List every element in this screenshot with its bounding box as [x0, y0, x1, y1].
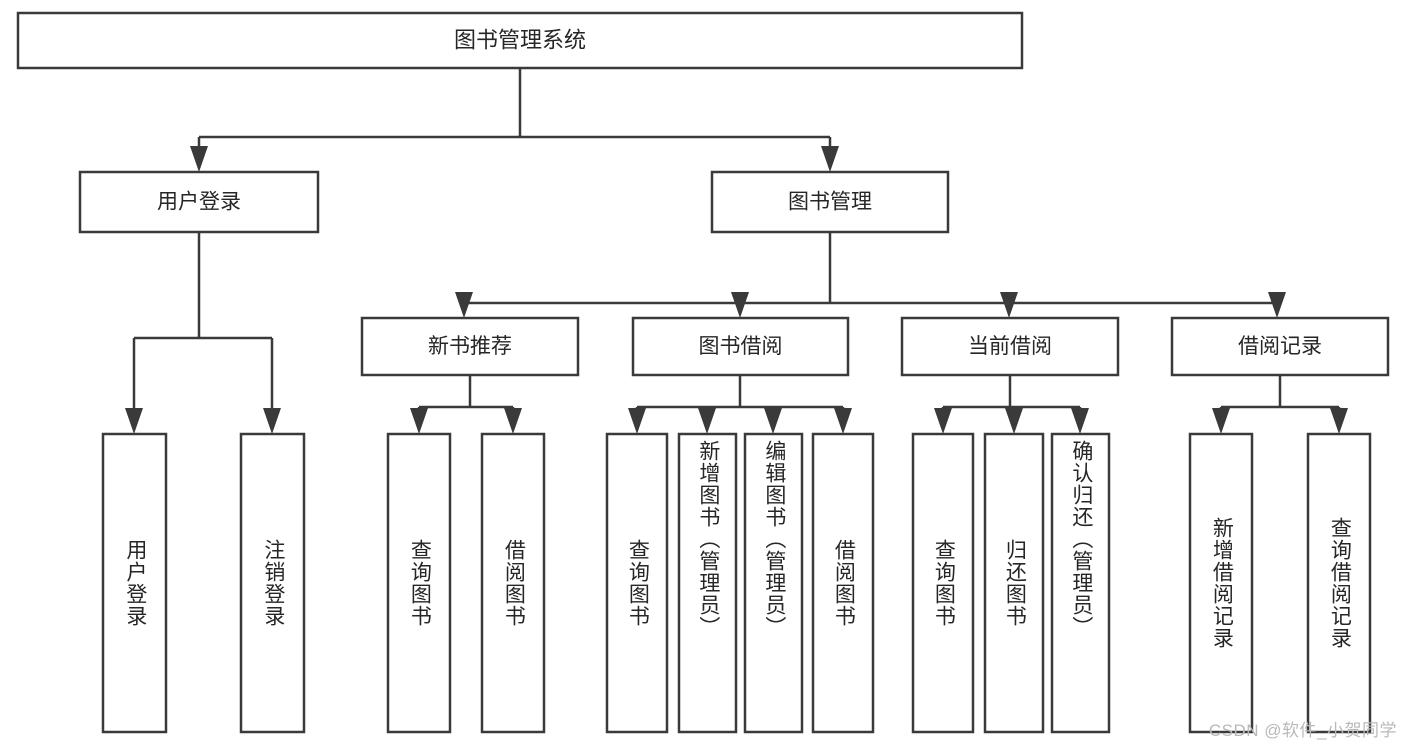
arrow-head-icon-level3-2 — [1000, 292, 1018, 318]
arrow-head-icon-level2-1 — [821, 146, 839, 172]
node-leaf-box-1[interactable] — [239, 432, 306, 734]
node-level3-box-3[interactable] — [1170, 316, 1390, 377]
arrow-head-icon-leaf-1-1 — [698, 408, 716, 434]
node-leaf-box-9[interactable] — [983, 432, 1045, 734]
arrow-head-icon-leaf-0-1 — [504, 408, 522, 434]
node-leaf-box-0[interactable] — [101, 432, 168, 734]
node-level2-label-0: 用户登录 — [157, 191, 241, 214]
node-leaf-box-11[interactable] — [1188, 432, 1254, 734]
arrow-head-icon-level3-0 — [455, 292, 473, 318]
node-level3-label-2: 当前借阅 — [968, 335, 1052, 358]
node-leaf-box-8[interactable] — [911, 432, 975, 734]
node-root-label: 图书管理系统 — [454, 27, 586, 52]
node-leaf-box-6[interactable] — [743, 432, 804, 734]
arrow-head-icon-leaf-2-1 — [1005, 408, 1023, 434]
arrow-head-icon-level2-0 — [190, 146, 208, 172]
connectors-layer — [125, 68, 1348, 434]
node-leaf-box-5[interactable] — [677, 432, 738, 734]
node-level3-box-2[interactable] — [900, 316, 1120, 377]
watermark: CSDN @软件_小贺同学 — [1208, 721, 1397, 740]
node-level3-label-1: 图书借阅 — [699, 335, 783, 358]
node-level2-box-0[interactable] — [78, 170, 320, 234]
arrow-head-icon-leaf-1-3 — [834, 408, 852, 434]
node-leaf-box-7[interactable] — [811, 432, 875, 734]
node-level3-box-1[interactable] — [631, 316, 850, 377]
node-level2-box-1[interactable] — [710, 170, 950, 234]
node-level3-label-3: 借阅记录 — [1238, 335, 1322, 358]
node-level2-label-1: 图书管理 — [788, 191, 872, 214]
arrow-head-icon-leaf-2-0 — [934, 408, 952, 434]
node-leaf-box-10[interactable] — [1050, 432, 1111, 734]
arrow-head-icon-leaf-1-2 — [764, 408, 782, 434]
node-leaf-box-4[interactable] — [605, 432, 669, 734]
arrow-head-icon-leaf-1-0 — [628, 408, 646, 434]
node-leaf-box-3[interactable] — [480, 432, 546, 734]
node-level3-label-0: 新书推荐 — [428, 335, 512, 358]
node-leaf-box-2[interactable] — [386, 432, 452, 734]
arrow-head-icon-login-leaf-1 — [263, 408, 281, 434]
node-level3-box-0[interactable] — [360, 316, 580, 377]
arrow-head-icon-level3-3 — [1268, 292, 1286, 318]
arrow-head-icon-leaf-2-2 — [1071, 408, 1089, 434]
arrow-head-icon-level3-1 — [731, 292, 749, 318]
node-leaf-box-12[interactable] — [1306, 432, 1372, 734]
arrow-head-icon-leaf-0-0 — [410, 408, 428, 434]
boxes-layer — [16, 11, 1390, 734]
arrow-head-icon-login-leaf-0 — [125, 408, 143, 434]
arrow-head-icon-leaf-3-1 — [1330, 408, 1348, 434]
node-root-box[interactable] — [16, 11, 1024, 70]
arrow-head-icon-leaf-3-0 — [1212, 408, 1230, 434]
